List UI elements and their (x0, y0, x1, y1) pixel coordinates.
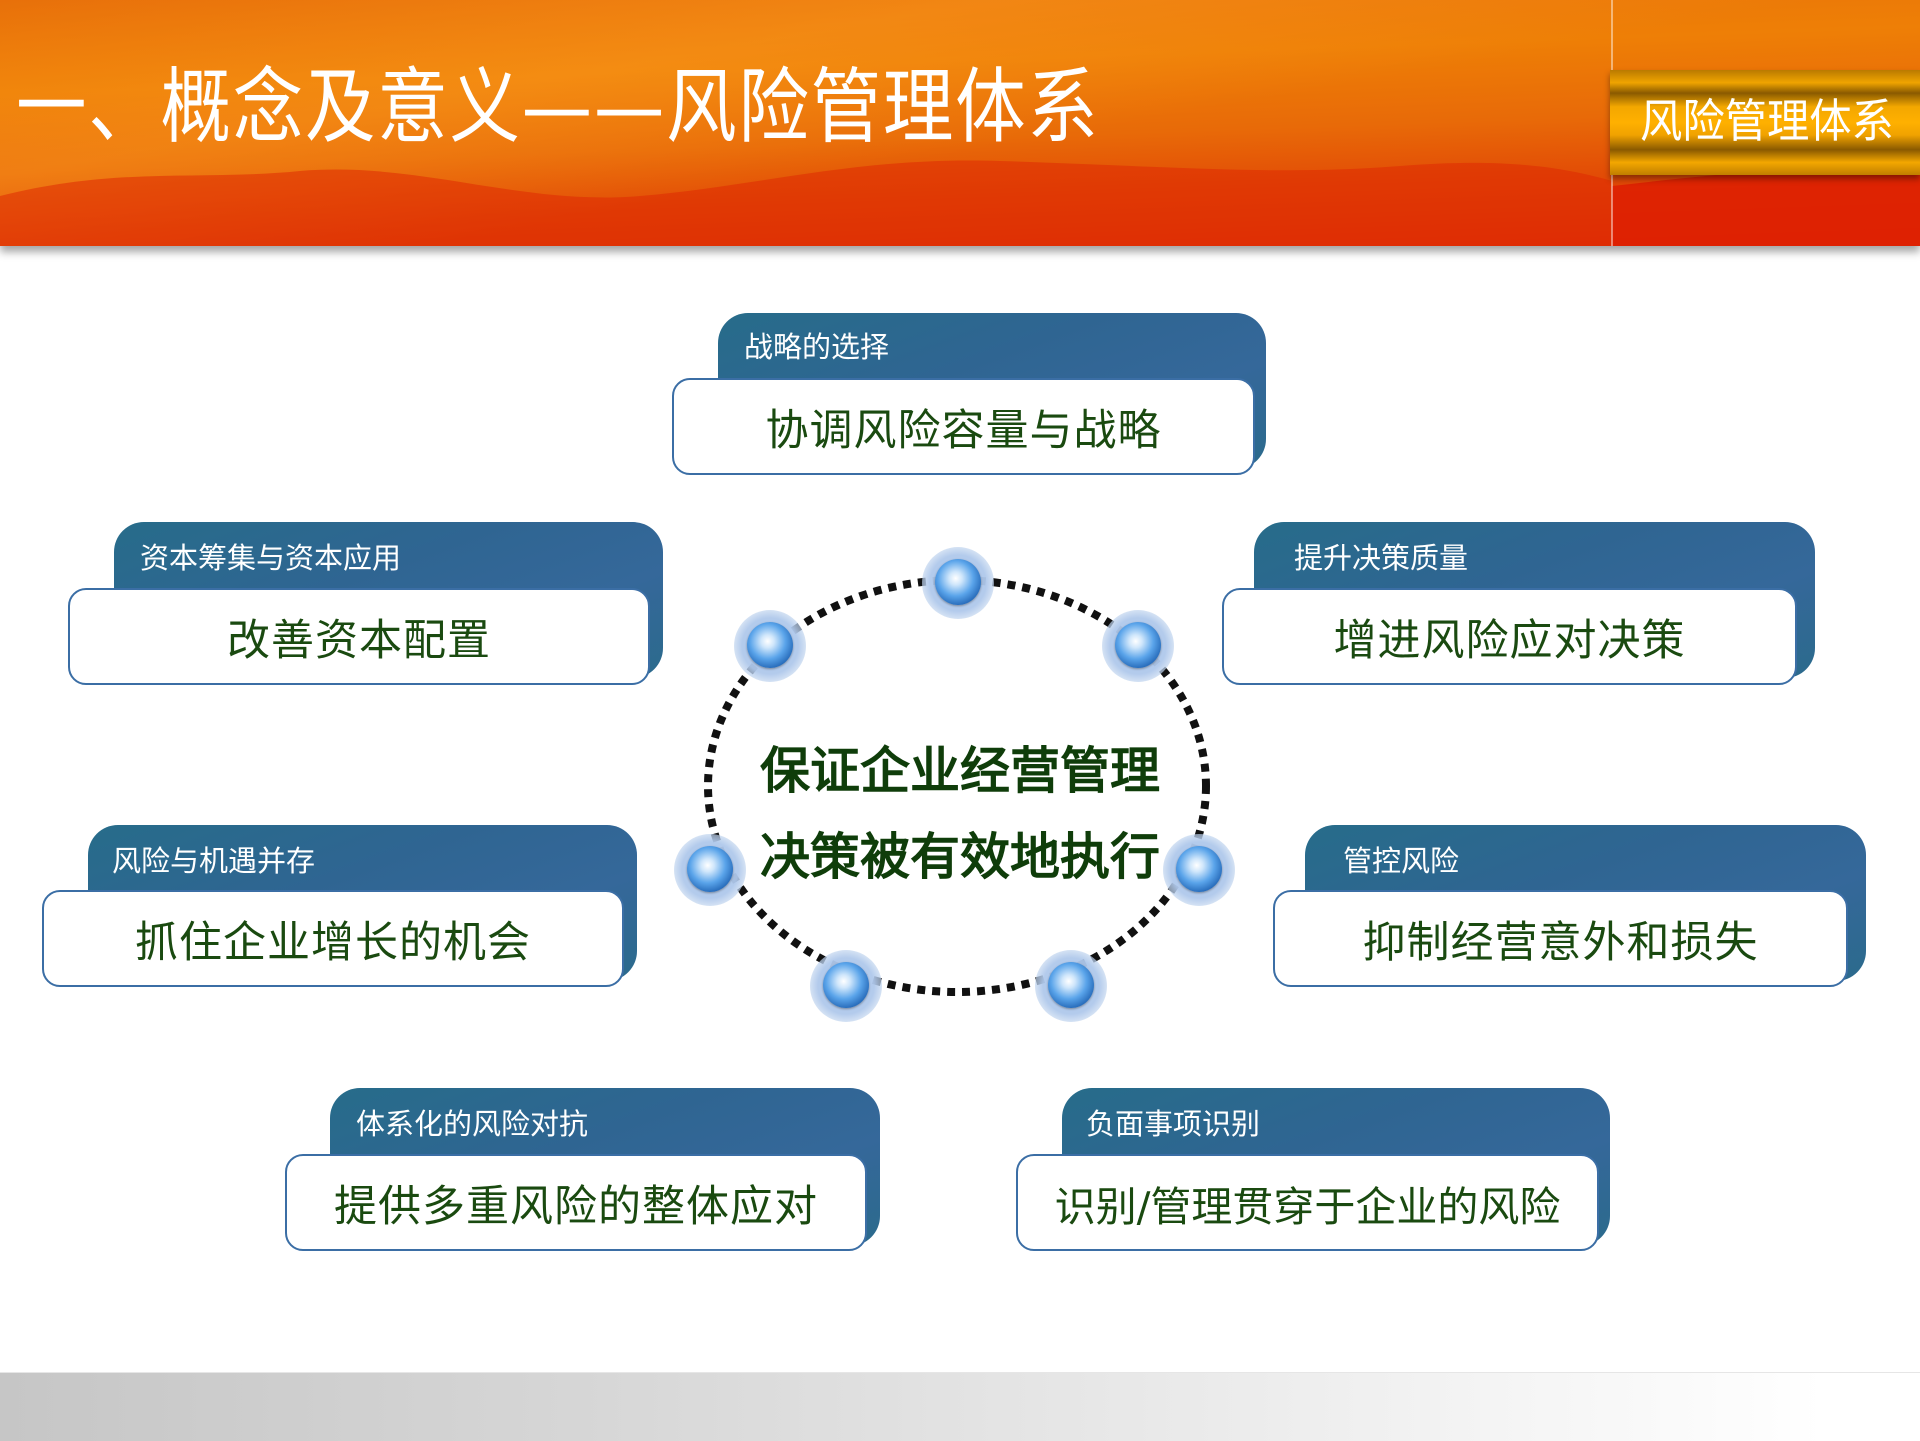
center-statement-line1: 保证企业经营管理 (760, 742, 1160, 800)
card-body: 协调风险容量与战略 (672, 378, 1255, 475)
center-statement: 保证企业经营管理 决策被有效地执行 (740, 728, 1180, 900)
blue-sphere-icon (922, 547, 994, 619)
card-label: 管控风险 (1343, 844, 1460, 878)
card-body: 提供多重风险的整体应对 (285, 1154, 867, 1251)
blue-sphere-icon (734, 610, 806, 682)
card-body: 识别/管理贯穿于企业的风险 (1016, 1154, 1599, 1251)
slide-header: 一、概念及意义——风险管理体系 风险管理体系 (0, 0, 1920, 246)
card-text: 抑制经营意外和损失 (1362, 917, 1759, 968)
card-body: 抑制经营意外和损失 (1273, 890, 1848, 987)
center-statement-line2: 决策被有效地执行 (760, 828, 1160, 886)
blue-sphere-icon (1035, 950, 1107, 1022)
blue-sphere-icon (674, 834, 746, 906)
card-label: 负面事项识别 (1086, 1107, 1261, 1141)
card-text: 抓住企业增长的机会 (135, 917, 531, 968)
section-tab: 风险管理体系 (1610, 70, 1920, 175)
footer-band (0, 1372, 1920, 1441)
blue-sphere-icon (1163, 834, 1235, 906)
card-label: 风险与机遇并存 (112, 844, 316, 878)
card-body: 增进风险应对决策 (1222, 588, 1797, 685)
card-text: 改善资本配置 (227, 615, 491, 666)
card-label: 战略的选择 (744, 330, 890, 364)
card-text: 增进风险应对决策 (1333, 615, 1686, 666)
card-label: 资本筹集与资本应用 (140, 541, 402, 575)
card-label: 体系化的风险对抗 (356, 1107, 589, 1141)
blue-sphere-icon (810, 950, 882, 1022)
card-text: 识别/管理贯穿于企业的风险 (1054, 1182, 1561, 1231)
page-title: 一、概念及意义——风险管理体系 (16, 60, 1100, 155)
mountain-silhouette-decoration (0, 160, 1920, 246)
card-text: 提供多重风险的整体应对 (334, 1181, 818, 1232)
card-body: 改善资本配置 (68, 588, 650, 685)
card-label: 提升决策质量 (1294, 541, 1469, 575)
blue-sphere-icon (1102, 610, 1174, 682)
card-text: 协调风险容量与战略 (765, 405, 1162, 456)
card-body: 抓住企业增长的机会 (42, 890, 624, 987)
section-tab-label: 风险管理体系 (1640, 94, 1894, 148)
